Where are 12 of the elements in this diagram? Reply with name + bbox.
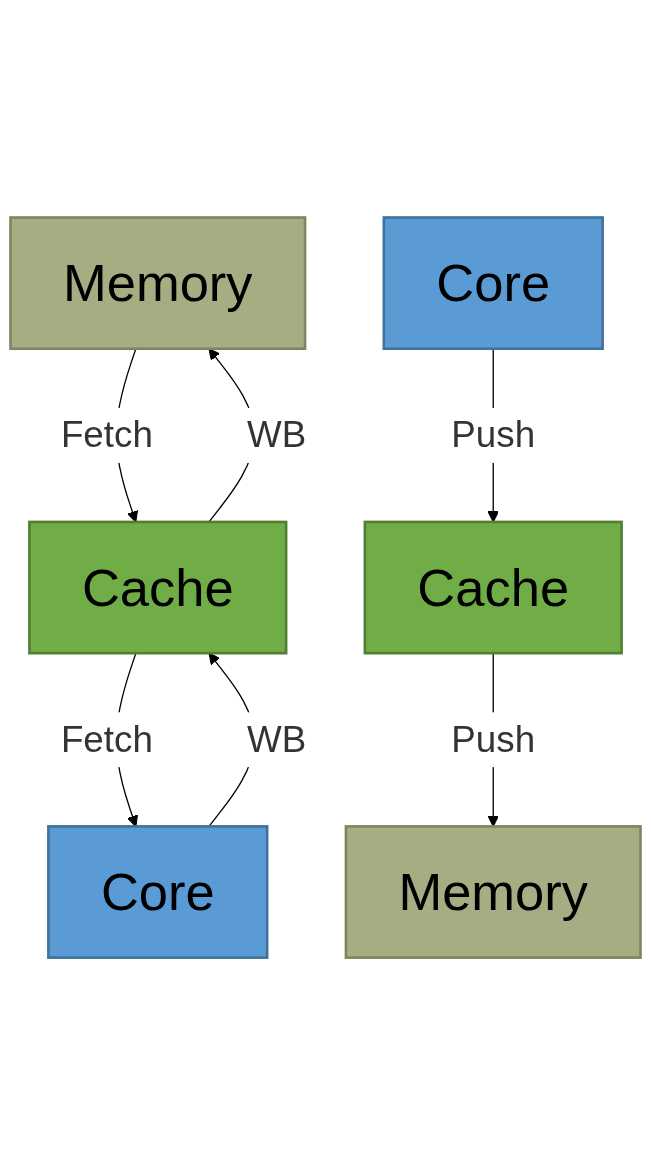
edge-label: WB	[247, 414, 307, 455]
edge-label: WB	[247, 718, 307, 760]
edge-label: Push	[451, 414, 536, 455]
edge-label: Push	[451, 718, 536, 760]
edge-label: Fetch	[60, 414, 153, 455]
node-box: Cache	[363, 520, 623, 655]
edge-label: Fetch	[60, 718, 153, 760]
node-box: Core	[382, 216, 604, 350]
node-box: Memory	[9, 216, 307, 350]
node-box: Memory	[344, 825, 642, 959]
node-box: Cache	[28, 520, 288, 655]
node-box: Core	[47, 825, 269, 959]
